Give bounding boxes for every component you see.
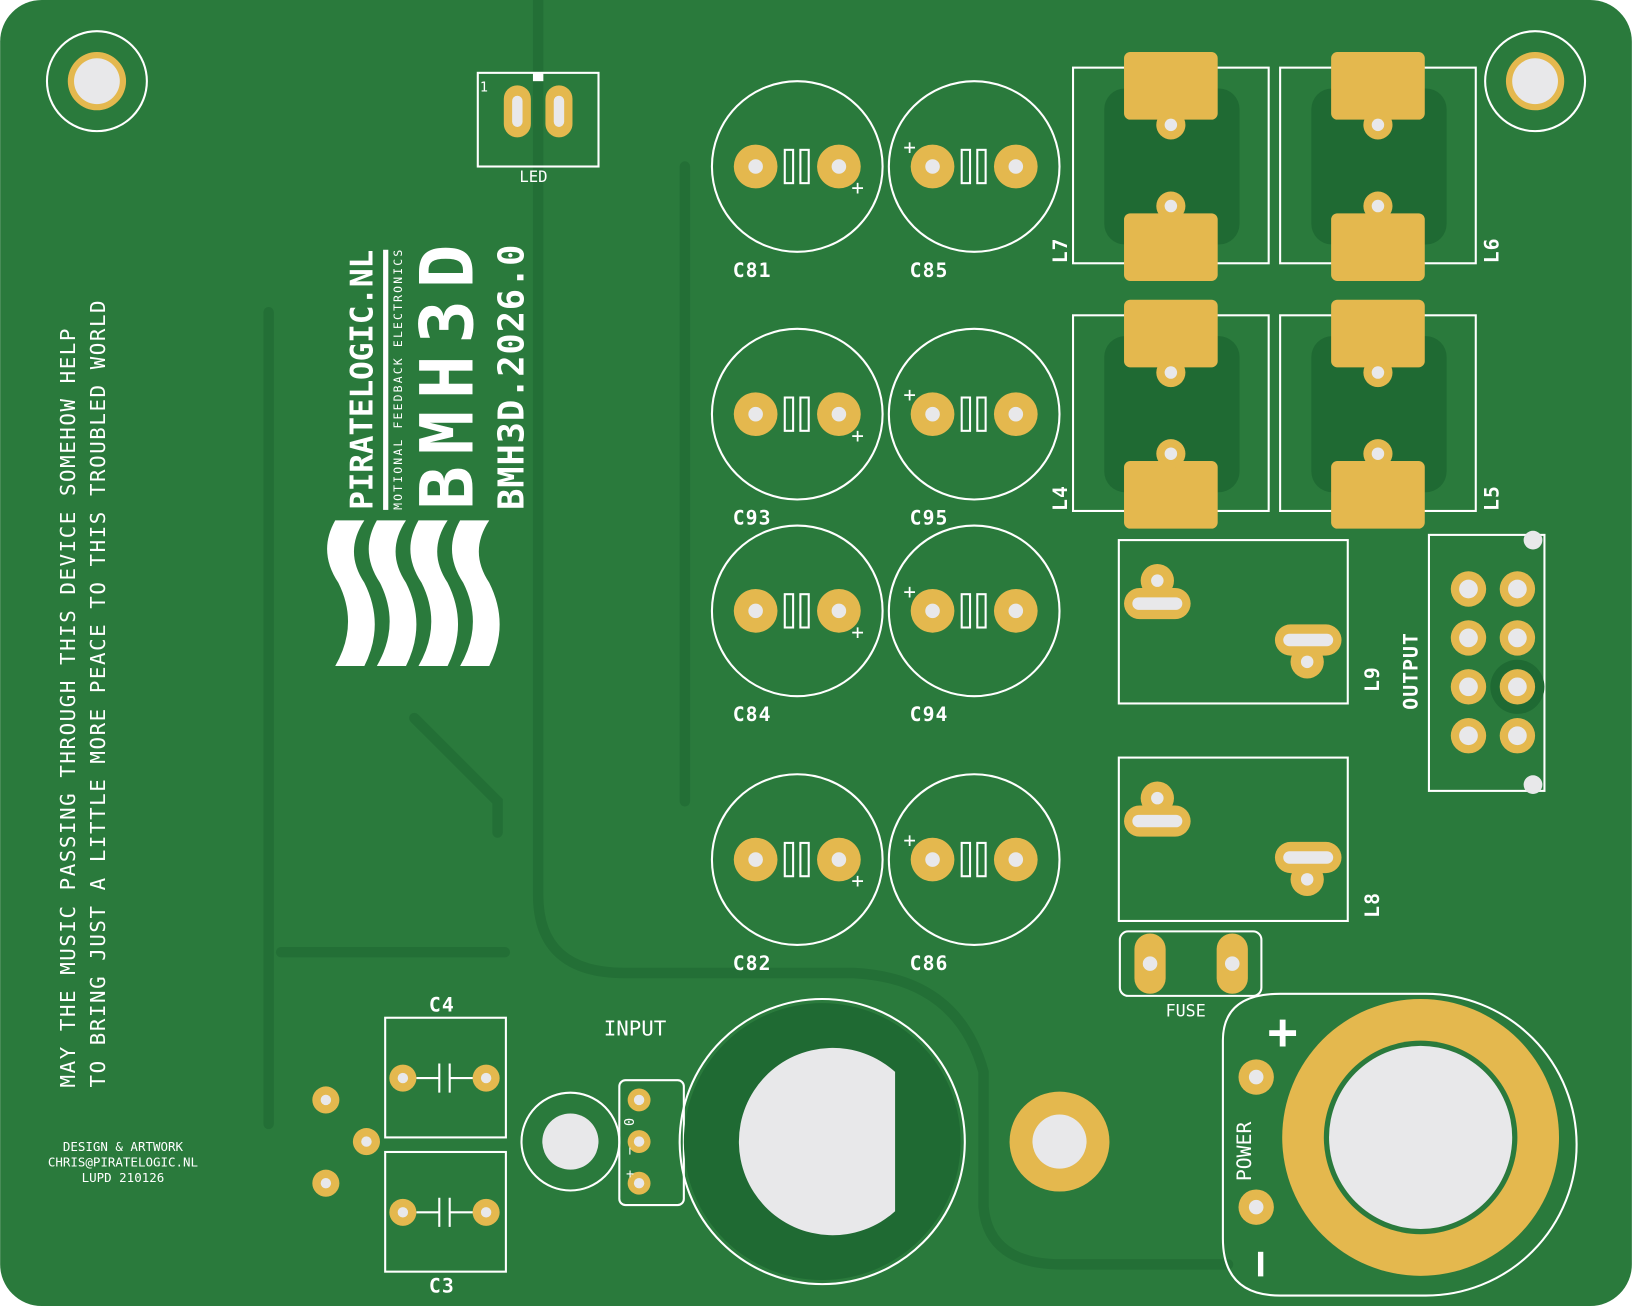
capacitor-label: C93 bbox=[733, 506, 772, 529]
inductor-label: L7 bbox=[1049, 237, 1072, 263]
output-pin bbox=[1499, 571, 1536, 607]
output-pin bbox=[1450, 571, 1487, 607]
mounting-pad-center bbox=[1009, 1091, 1110, 1192]
output-pin bbox=[1499, 620, 1536, 656]
inductor-l9: L9 bbox=[1117, 539, 1384, 705]
output-pin bbox=[1499, 718, 1536, 754]
fuse-label: FUSE bbox=[1166, 1002, 1206, 1021]
traces bbox=[263, 0, 1234, 1270]
capacitor: + C94 bbox=[887, 524, 1061, 726]
capacitor: + C85 bbox=[887, 80, 1061, 282]
capacitor: + C95 bbox=[887, 327, 1061, 529]
test-pads bbox=[312, 1086, 380, 1197]
credit-line: LUPD 210126 bbox=[82, 1170, 165, 1185]
power-label: POWER bbox=[1233, 1122, 1256, 1182]
polarity-mark: + bbox=[851, 176, 864, 200]
message-line-2: TO BRING JUST A LITTLE MORE PEACE TO THI… bbox=[86, 299, 110, 1088]
inductor: L5 bbox=[1279, 299, 1504, 529]
capacitor: + C86 bbox=[887, 773, 1061, 975]
capacitor-label: C95 bbox=[910, 506, 949, 529]
electrolytic-capacitors: + C81 + C85 + C93 + C95 + C84 + C94 + C82 + C86 bbox=[710, 80, 1061, 975]
polarity-mark: + bbox=[903, 828, 916, 852]
polarity-mark: + bbox=[903, 135, 916, 159]
polarity-mark: + bbox=[851, 423, 864, 447]
capacitor-c3: C3 bbox=[384, 1150, 507, 1297]
power-jack: + − POWER bbox=[1221, 992, 1578, 1297]
capacitor-c4: C4 bbox=[384, 993, 507, 1139]
input-label: INPUT bbox=[604, 1016, 667, 1040]
output-connector: OUTPUT bbox=[1399, 530, 1546, 795]
led-pin1-label: 1 bbox=[480, 80, 488, 96]
input-pin-label: − bbox=[622, 1147, 638, 1155]
input-jack: INPUT 0 − + bbox=[604, 997, 966, 1286]
board-message: MAY THE MUSIC PASSING THROUGH THIS DEVIC… bbox=[56, 299, 110, 1088]
cap-label: C4 bbox=[429, 993, 455, 1016]
capacitor: + C84 bbox=[710, 524, 884, 726]
polarity-mark: + bbox=[903, 383, 916, 407]
input-pin-label: 0 bbox=[622, 1118, 638, 1126]
capacitor-label: C86 bbox=[910, 952, 949, 975]
inductor-label: L6 bbox=[1481, 237, 1504, 263]
led-footprint: 1 LED bbox=[476, 71, 600, 186]
power-plus-label: + bbox=[1268, 1003, 1298, 1061]
inductor: L7 bbox=[1049, 52, 1270, 281]
credit-line: DESIGN & ARTWORK bbox=[63, 1139, 184, 1154]
capacitor: + C93 bbox=[710, 327, 884, 529]
capacitor-label: C82 bbox=[733, 952, 772, 975]
cap-label: C3 bbox=[429, 1274, 455, 1297]
polarity-mark: + bbox=[903, 579, 916, 603]
input-pin-label: + bbox=[622, 1170, 638, 1178]
inductor-label: L8 bbox=[1361, 892, 1384, 918]
inductor-label: L5 bbox=[1481, 485, 1504, 511]
mounting-hole-top-right bbox=[1484, 30, 1587, 133]
logo-product: BMH3D bbox=[406, 245, 491, 510]
led-label: LED bbox=[519, 168, 547, 186]
power-minus-label: − bbox=[1233, 1250, 1286, 1278]
polarity-mark: + bbox=[851, 620, 864, 644]
capacitor: + C82 bbox=[710, 773, 884, 975]
inductor-l8: L8 bbox=[1117, 756, 1384, 923]
capacitor-label: C84 bbox=[733, 703, 772, 726]
output-label: OUTPUT bbox=[1399, 632, 1422, 710]
inductor: L6 bbox=[1279, 52, 1504, 281]
wave-graphic bbox=[327, 520, 500, 667]
capacitor-label: C94 bbox=[910, 703, 949, 726]
polarity-mark: + bbox=[851, 869, 864, 893]
output-pin bbox=[1499, 669, 1536, 705]
logo-brand: PIRATELOGIC.NL bbox=[345, 250, 381, 510]
credit-line: CHRIS@PIRATELOGIC.NL bbox=[48, 1155, 198, 1170]
logo-tagline: MOTIONAL FEEDBACK ELECTRONICS bbox=[391, 250, 405, 510]
inductor: L4 bbox=[1049, 299, 1270, 529]
output-pin bbox=[1450, 718, 1487, 754]
capacitor-label: C81 bbox=[733, 259, 772, 282]
message-line-1: MAY THE MUSIC PASSING THROUGH THIS DEVIC… bbox=[56, 327, 80, 1087]
logo-version: BMH3D.2026.0 bbox=[492, 245, 533, 510]
credits: DESIGN & ARTWORK CHRIS@PIRATELOGIC.NL LU… bbox=[48, 1139, 198, 1185]
capacitor: + C81 bbox=[710, 80, 884, 282]
mounting-hole-top-left bbox=[45, 30, 148, 133]
inductor-label: L9 bbox=[1361, 666, 1384, 692]
output-pin bbox=[1450, 620, 1487, 656]
fuse-holder: FUSE bbox=[1118, 930, 1263, 1021]
output-pin bbox=[1450, 669, 1487, 705]
capacitor-label: C85 bbox=[910, 259, 949, 282]
inductor-label: L4 bbox=[1049, 485, 1072, 511]
